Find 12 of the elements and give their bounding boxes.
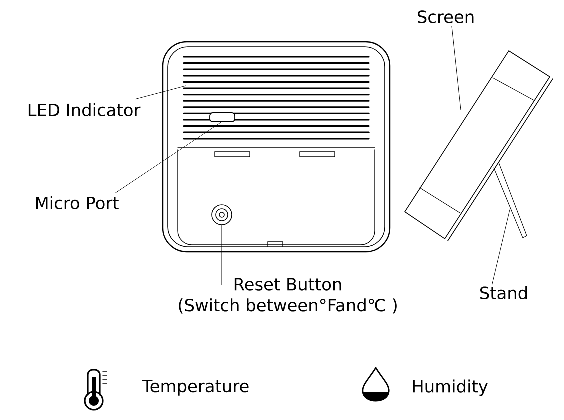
- part-label: Stand: [480, 286, 528, 300]
- leader-line: [115, 122, 222, 194]
- leader-line: [492, 210, 510, 286]
- part-label: Micro Port: [36, 196, 119, 210]
- part-label: Screen: [418, 10, 474, 24]
- leader-line: [136, 86, 186, 100]
- part-label: LED Indicator: [28, 103, 141, 117]
- leader-line: [452, 26, 462, 110]
- icon-label: Humidity: [413, 380, 488, 396]
- part-label: Reset Button (Switch between°Fand℃ ): [179, 278, 397, 314]
- icon-label: Temperature: [142, 380, 249, 396]
- reset-button: [212, 204, 232, 226]
